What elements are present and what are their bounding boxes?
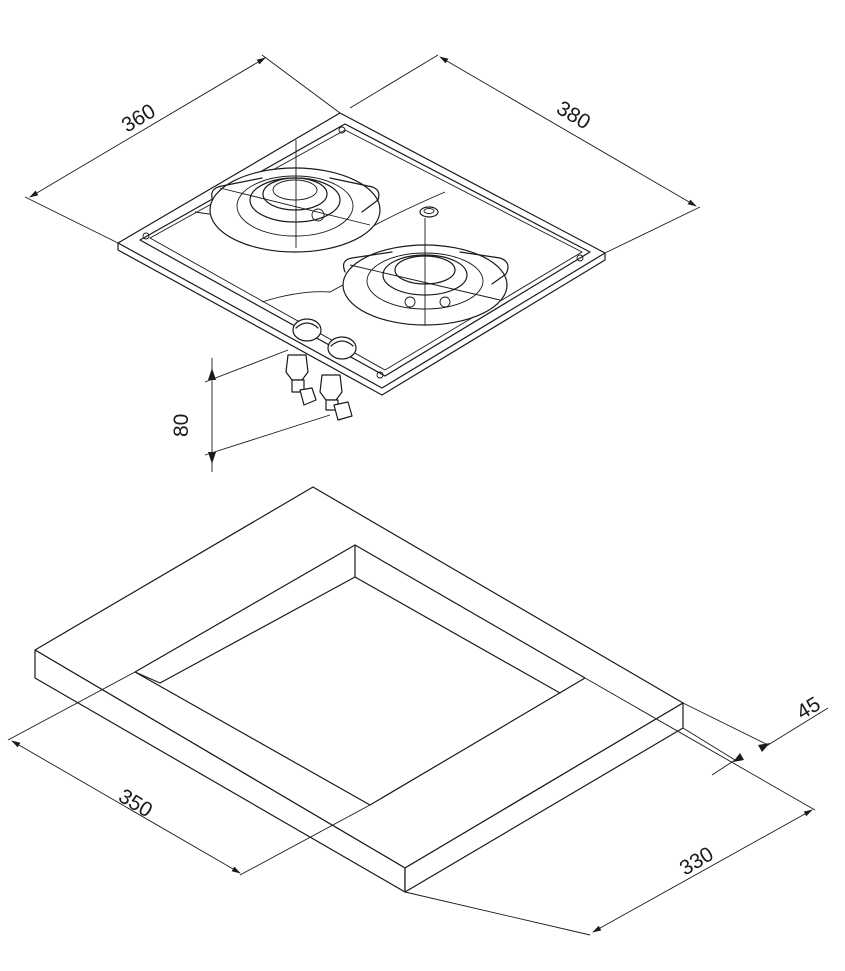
dim-hob-height: 80: [170, 414, 193, 437]
hob-top-plate: [117, 112, 606, 389]
gas-fittings: [285, 354, 353, 421]
gas-hob: [117, 112, 606, 421]
control-knobs: [292, 318, 357, 360]
knob-icon: [327, 336, 357, 360]
dim-hob-width: 360: [118, 100, 160, 138]
dim-cutout-width: 350: [114, 785, 156, 823]
dim-counter-thickness: 45: [793, 693, 825, 725]
hob-plate-edge: [117, 242, 606, 396]
counter-cutout: [34, 486, 684, 893]
dimension-lines: [7, 54, 829, 936]
dim-hob-depth: 380: [552, 97, 594, 135]
burner-right: [342, 218, 509, 326]
screw-icon: [338, 126, 346, 134]
screw-icon: [576, 254, 584, 262]
screw-icon: [376, 371, 384, 379]
screw-icon: [142, 232, 150, 240]
knob-icon: [292, 318, 322, 342]
dim-cutout-depth: 330: [676, 843, 718, 881]
